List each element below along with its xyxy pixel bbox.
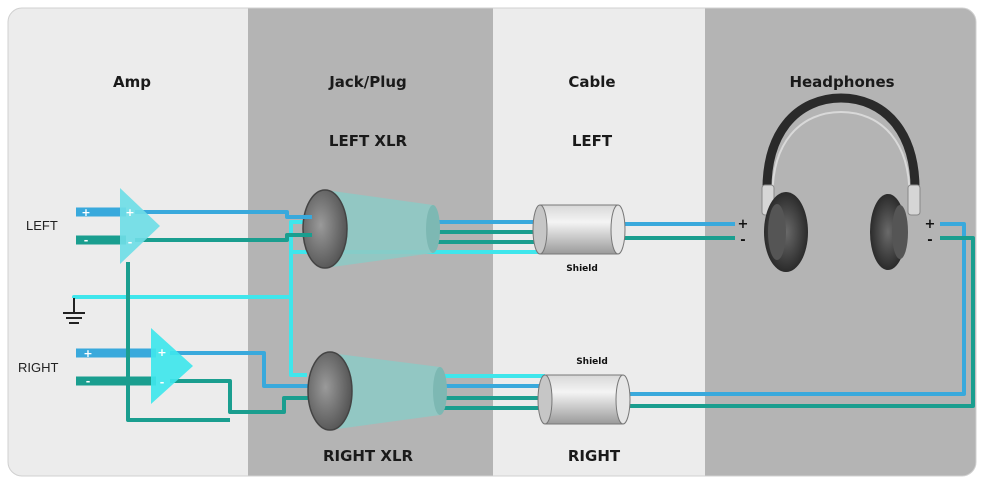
- column-header-headphones: Headphones: [789, 73, 894, 91]
- shield-label-bottom: Shield: [576, 357, 608, 367]
- amp-left-minus: -: [128, 236, 133, 249]
- column-header-cable: Cable: [568, 73, 615, 91]
- right-xlr-label: RIGHT XLR: [323, 447, 414, 465]
- xlr-connector-icon: [307, 351, 447, 431]
- cable-icon: [537, 374, 631, 425]
- input-right-label: RIGHT: [18, 360, 59, 375]
- column-header-amp: Amp: [113, 73, 151, 91]
- right-negative-wire: [170, 379, 308, 414]
- cable-right-label: RIGHT: [568, 447, 621, 465]
- headphone-left-plus: +: [738, 217, 749, 232]
- headphone-right-plus: +: [925, 217, 936, 232]
- amp-return-wire: [126, 262, 230, 422]
- xlr-connector-icon: [300, 189, 440, 269]
- column-header-jack-plug: Jack/Plug: [328, 73, 407, 91]
- wiring: [72, 207, 975, 422]
- right-input-minus: -: [86, 375, 91, 388]
- cable-icon: [532, 204, 626, 255]
- headphones-panel: [705, 8, 976, 476]
- input-left-label: LEFT: [26, 218, 58, 233]
- amplifier-icon: + -: [151, 328, 193, 404]
- right-input-plus: +: [83, 347, 92, 360]
- cable-right-positive: [624, 222, 966, 396]
- shield-label-top: Shield: [566, 264, 598, 274]
- ground-icon: [63, 298, 85, 324]
- ground-to-right-xlr: [289, 297, 307, 377]
- left-input-plus: +: [81, 206, 90, 219]
- right-positive-wire: [170, 351, 308, 388]
- amp-right-minus: -: [160, 376, 165, 389]
- amplifier-icon: + -: [120, 188, 160, 264]
- left-negative-wire: [135, 233, 305, 242]
- headphone-right-minus: -: [927, 233, 932, 248]
- cable-left-label: LEFT: [572, 132, 613, 150]
- left-xlr-label: LEFT XLR: [329, 132, 408, 150]
- cable-right-negative: [624, 236, 975, 408]
- amp-right-plus: +: [157, 346, 166, 359]
- headphones-icon: [761, 93, 921, 272]
- left-input-minus: -: [84, 234, 89, 247]
- headphone-left-minus: -: [740, 233, 745, 248]
- amp-left-plus: +: [125, 206, 134, 219]
- left-positive-wire: [135, 210, 305, 219]
